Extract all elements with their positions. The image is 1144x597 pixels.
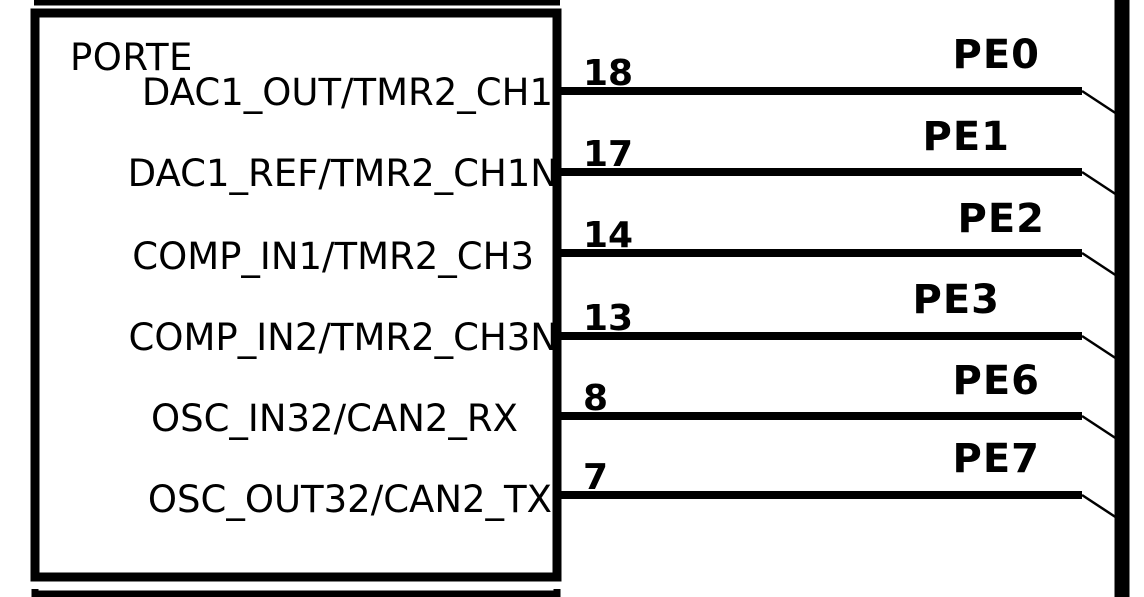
pin-name-5: OSC_OUT32/CAN2_TX: [148, 478, 552, 521]
pin-number-4: 8: [583, 378, 608, 419]
pin-number-5: 7: [583, 457, 608, 498]
pin-number-3: 13: [583, 298, 633, 339]
bus-tap-2: [1081, 251, 1121, 280]
net-label-4: PE6: [953, 358, 1040, 404]
block-title: PORTE: [70, 36, 193, 79]
bus-tap-5: [1081, 493, 1121, 522]
porte-block-fill: [35, 13, 557, 577]
net-label-5: PE7: [953, 436, 1040, 482]
pin-name-3: COMP_IN2/TMR2_CH3N: [129, 316, 558, 359]
pin-number-0: 18: [583, 53, 633, 94]
bus-tap-0: [1081, 89, 1121, 118]
net-label-2: PE2: [958, 196, 1045, 242]
net-label-3: PE3: [913, 277, 1000, 323]
net-label-0: PE0: [953, 32, 1040, 78]
porte-block-outline[interactable]: [30, 8, 562, 582]
pin-name-1: DAC1_REF/TMR2_CH1N: [128, 152, 558, 195]
pin-number-1: 17: [583, 134, 633, 175]
bus-tap-1: [1081, 170, 1121, 199]
pin-name-0: DAC1_OUT/TMR2_CH1: [142, 71, 553, 114]
net-label-1: PE1: [923, 114, 1010, 160]
pin-name-2: COMP_IN1/TMR2_CH3: [132, 235, 534, 278]
bus-tap-3: [1081, 334, 1121, 363]
pin-number-2: 14: [583, 215, 633, 256]
bus-tap-4: [1081, 414, 1121, 443]
pin-name-4: OSC_IN32/CAN2_RX: [151, 397, 518, 440]
